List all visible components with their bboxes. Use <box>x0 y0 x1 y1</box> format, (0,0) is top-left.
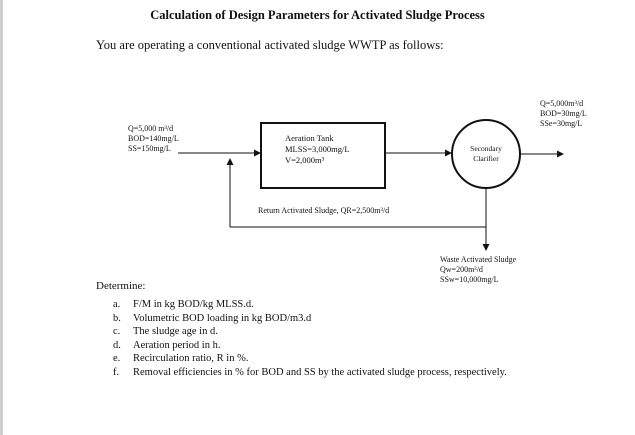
task-item: a. F/M in kg BOD/kg MLSS.d. <box>113 298 553 312</box>
waste-sludge-label: Waste Activated Sludge Qw=200m³/d SSw=10… <box>440 255 516 285</box>
influent-label: Q=5,000 m³/d BOD=140mg/L SS=150mg/L <box>128 124 179 154</box>
task-text: F/M in kg BOD/kg MLSS.d. <box>133 299 254 310</box>
task-text: Volumetric BOD loading in kg BOD/m3.d <box>133 312 312 324</box>
task-item: b. Volumetric BOD loading in kg BOD/m3.d <box>113 312 553 326</box>
task-text: The sludge age in d. <box>133 326 218 338</box>
task-item: d. Aeration period in h. <box>113 339 553 353</box>
clarifier-label: Secondary Clarifier <box>462 144 510 163</box>
influent-flow: Q=5,000 m³/d <box>128 124 174 133</box>
influent-ss: SS=150mg/L <box>128 144 171 153</box>
effluent-bod: BOD=30mg/L <box>540 109 587 118</box>
tank-mlss: MLSS=3,000mg/L <box>285 144 350 154</box>
intro-text: You are operating a conventional activat… <box>96 38 444 52</box>
task-marker: c. <box>113 326 121 338</box>
return-sludge-label: Return Activated Sludge, QR=2,500m³/d <box>258 206 390 215</box>
task-text: Aeration period in h. <box>133 339 221 351</box>
waste-sludge-ss: SSw=10,000mg/L <box>440 275 499 284</box>
effluent-flow: Q=5,000m³/d <box>540 99 584 108</box>
page-edge-shadow <box>0 0 3 435</box>
effluent-label: Q=5,000m³/d BOD=30mg/L SSe=30mg/L <box>540 99 587 129</box>
aeration-tank-label: Aeration Tank MLSS=3,000mg/L V=2,000m³ <box>285 133 350 166</box>
effluent-ss: SSe=30mg/L <box>540 119 583 128</box>
task-marker: a. <box>113 299 121 310</box>
clarifier-name-2: Clarifier <box>473 153 499 163</box>
waste-sludge-flow: Qw=200m³/d <box>440 265 483 274</box>
aeration-tank-box <box>260 122 386 189</box>
waste-sludge-name: Waste Activated Sludge <box>440 255 517 264</box>
task-text: Recirculation ratio, R in %. <box>133 353 249 365</box>
clarifier-name-1: Secondary <box>470 144 502 153</box>
determine-heading: Determine: <box>96 280 146 292</box>
task-item: e. Recirculation ratio, R in %. <box>113 352 553 366</box>
influent-bod: BOD=140mg/L <box>128 134 179 143</box>
task-list: a. F/M in kg BOD/kg MLSS.d. b. Volumetric … <box>113 298 553 380</box>
task-item: f. Removal efficiencies in % for BOD and … <box>113 366 553 380</box>
tank-volume: V=2,000m³ <box>285 155 325 165</box>
tank-name: Aeration Tank <box>285 133 334 143</box>
task-marker: f. <box>113 366 120 378</box>
task-marker: e. <box>113 353 121 365</box>
task-text: Removal efficiencies in % for BOD and SS… <box>133 366 507 378</box>
page-title: Calculation of Design Parameters for Act… <box>150 8 485 22</box>
task-marker: d. <box>113 339 121 351</box>
task-marker: b. <box>113 312 121 324</box>
task-item: c. The sludge age in d. <box>113 325 553 339</box>
